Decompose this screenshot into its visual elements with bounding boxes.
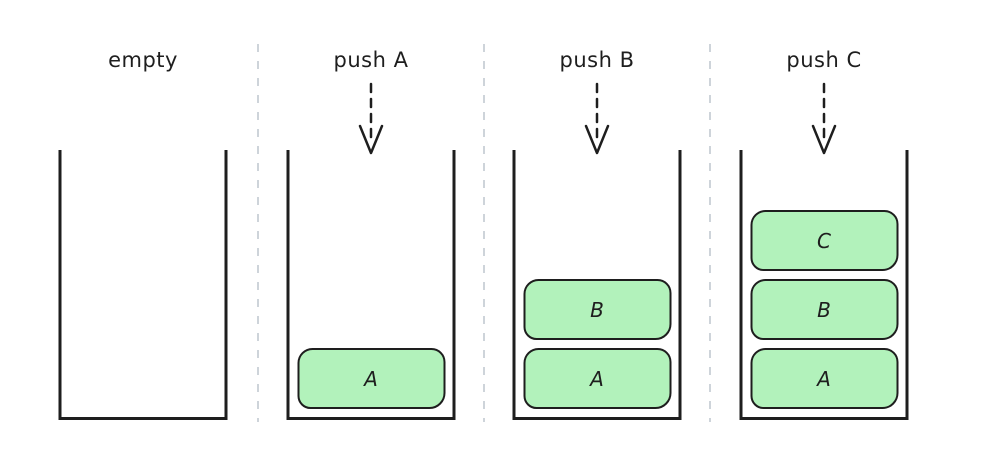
push-arrow-icon — [358, 82, 384, 155]
stack-container: C B A — [739, 150, 909, 420]
stack-block: A — [523, 348, 671, 409]
stack-container: B A — [512, 150, 682, 420]
stack-block-label: A — [364, 366, 378, 391]
panel-divider — [709, 44, 711, 422]
panel-divider — [257, 44, 259, 422]
stack-block: B — [523, 279, 671, 340]
stack-block: C — [750, 210, 898, 271]
stack-blocks: A — [290, 348, 453, 417]
stack-container — [58, 150, 228, 420]
push-arrow-icon — [584, 82, 610, 155]
panel-push-b: push B B A — [484, 0, 710, 471]
stack-block: B — [750, 279, 898, 340]
stack-block: A — [750, 348, 898, 409]
stack-blocks — [62, 409, 225, 417]
stack-block-label: A — [590, 366, 604, 391]
panel-divider — [483, 44, 485, 422]
stack-block-label: B — [817, 297, 831, 322]
stack-blocks: C B A — [743, 210, 906, 417]
stack-block-label: A — [817, 366, 831, 391]
stack-block: A — [297, 348, 445, 409]
panel-label: push A — [333, 48, 409, 72]
stack-blocks: B A — [516, 279, 679, 417]
panel-label: push B — [559, 48, 635, 72]
panel-push-a: push A A — [258, 0, 484, 471]
panel-empty: empty — [30, 0, 256, 471]
stack-container: A — [286, 150, 456, 420]
panel-label: empty — [108, 48, 178, 72]
panel-push-c: push C C B A — [711, 0, 937, 471]
push-arrow-icon — [811, 82, 837, 155]
stack-block-label: B — [590, 297, 604, 322]
panel-label: push C — [786, 48, 862, 72]
stack-block-label: C — [817, 228, 831, 253]
